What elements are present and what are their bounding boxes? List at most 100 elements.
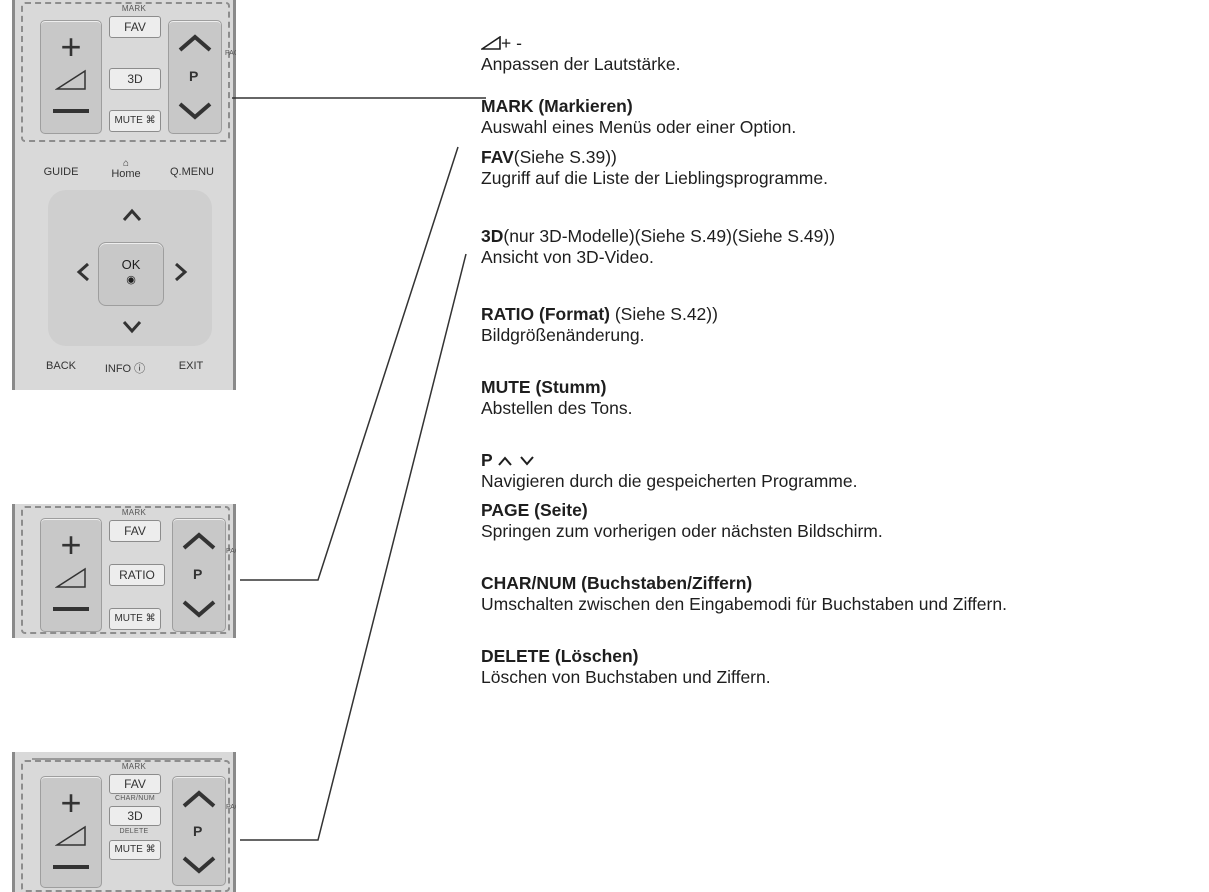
mark-label: MARK xyxy=(121,4,147,13)
minus-icon xyxy=(53,607,89,611)
remote-edge xyxy=(233,504,236,638)
desc-mark-title: MARK (Markieren) xyxy=(481,96,633,116)
q-menu-button[interactable]: Q.MENU xyxy=(170,166,214,178)
home-button[interactable]: ⌂ Home xyxy=(98,158,154,181)
3d-button[interactable]: 3D xyxy=(109,68,161,90)
remote-edge xyxy=(12,0,15,390)
mute-icon: ⌘ xyxy=(145,613,156,624)
desc-ratio-title: RATIO (Format) (Siehe S.42)) xyxy=(481,304,718,325)
ok-button[interactable]: OK ◉ xyxy=(98,242,164,306)
desc-ratio: RATIO (Format) (Siehe S.42)) Bildgrößenä… xyxy=(481,304,718,346)
program-rocker[interactable]: P xyxy=(168,20,222,134)
desc-mute-title: MUTE (Stumm) xyxy=(481,377,607,397)
desc-delete-body: Löschen von Buchstaben und Ziffern. xyxy=(481,667,771,687)
exit-button[interactable]: EXIT xyxy=(178,360,204,372)
arrow-left-icon[interactable] xyxy=(76,262,90,282)
highlight-box xyxy=(21,760,230,892)
highlight-box xyxy=(21,506,230,634)
desc-ratio-title-bold: RATIO (Format) xyxy=(481,304,610,324)
desc-delete-title: DELETE (Löschen) xyxy=(481,646,639,666)
plus-icon: + xyxy=(60,524,82,565)
ratio-button[interactable]: RATIO xyxy=(109,564,165,586)
top-buttons-edge xyxy=(32,752,222,760)
desc-mark-body: Auswahl eines Menüs oder einer Option. xyxy=(481,117,797,137)
info-button[interactable]: INFO ⓘ xyxy=(104,363,146,375)
program-rocker[interactable]: P xyxy=(172,776,226,886)
home-label: Home xyxy=(111,168,141,180)
volume-rocker[interactable]: + xyxy=(40,20,102,134)
remote-edge xyxy=(12,504,15,638)
arrow-down-icon[interactable] xyxy=(122,320,142,334)
volume-icon xyxy=(55,567,86,588)
arrow-up-icon[interactable] xyxy=(122,208,142,222)
page-label: PAGE xyxy=(225,50,236,57)
desc-program-body: Navigieren durch die gespeicherten Progr… xyxy=(481,471,858,491)
desc-volume-title: + - xyxy=(479,33,680,54)
arrow-right-icon[interactable] xyxy=(174,262,188,282)
desc-fav-title-rest: (Siehe S.39)) xyxy=(513,147,617,167)
guide-button[interactable]: GUIDE xyxy=(43,166,79,178)
page-label: PAGE xyxy=(226,548,236,555)
remote-edge xyxy=(12,752,15,892)
fav-button[interactable]: FAV xyxy=(109,774,161,794)
remote-edge xyxy=(233,0,236,390)
chevron-up-icon xyxy=(178,34,212,52)
desc-3d-title-rest: (nur 3D-Modelle)(Siehe S.49)(Siehe S.49)… xyxy=(503,226,836,246)
desc-ratio-title-rest: (Siehe S.42)) xyxy=(609,304,718,324)
mute-label: MUTE xyxy=(114,844,143,855)
mute-icon: ⌘ xyxy=(145,115,156,126)
p-label: P xyxy=(193,823,203,839)
desc-page: PAGE (Seite) Springen zum vorherigen ode… xyxy=(481,500,883,542)
mute-button[interactable]: MUTE ⌘ xyxy=(109,608,161,630)
ok-dot-icon: ◉ xyxy=(126,274,136,286)
volume-rocker[interactable]: + xyxy=(40,776,102,888)
desc-3d: 3D(nur 3D-Modelle)(Siehe S.49)(Siehe S.4… xyxy=(481,226,835,268)
minus-icon xyxy=(53,865,89,869)
volume-rocker[interactable]: + xyxy=(40,518,102,632)
program-rocker[interactable]: P xyxy=(172,518,226,632)
mark-label: MARK xyxy=(121,508,147,517)
desc-program-title: P xyxy=(481,450,857,471)
desc-char-num-body: Umschalten zwischen den Eingabemodi für … xyxy=(481,594,1007,614)
mute-button[interactable]: MUTE ⌘ xyxy=(109,840,161,860)
desc-page-title: PAGE (Seite) xyxy=(481,500,588,520)
desc-program-title-text: P xyxy=(481,450,493,470)
desc-char-num: CHAR/NUM (Buchstaben/Ziffern) Umschalten… xyxy=(481,573,1007,615)
desc-delete: DELETE (Löschen) Löschen von Buchstaben … xyxy=(481,646,771,688)
ok-label: OK xyxy=(121,257,141,272)
mute-button[interactable]: MUTE ⌘ xyxy=(109,110,161,132)
desc-fav-title-bold: FAV xyxy=(481,147,514,167)
chevron-up-icon xyxy=(182,532,216,550)
mute-icon: ⌘ xyxy=(145,844,156,855)
fav-button[interactable]: FAV xyxy=(109,520,161,542)
p-label: P xyxy=(189,68,199,84)
desc-char-num-title: CHAR/NUM (Buchstaben/Ziffern) xyxy=(481,573,753,593)
plus-icon: + xyxy=(60,26,82,67)
desc-mark: MARK (Markieren) Auswahl eines Menüs ode… xyxy=(481,96,796,138)
remote-panel-bottom: + MARK FAV CHAR/NUM 3D DELETE MUTE ⌘ P P… xyxy=(12,752,236,892)
volume-icon xyxy=(55,825,86,846)
minus-icon xyxy=(53,109,89,113)
chevron-down-icon xyxy=(182,856,216,874)
connector-line-middle xyxy=(240,146,459,581)
home-icon: ⌂ xyxy=(122,158,130,169)
chevron-down-icon xyxy=(178,102,212,120)
desc-mute: MUTE (Stumm) Abstellen des Tons. xyxy=(481,377,632,419)
delete-label: DELETE xyxy=(119,828,149,835)
desc-3d-title: 3D(nur 3D-Modelle)(Siehe S.49)(Siehe S.4… xyxy=(481,226,835,247)
desc-program: P Navigieren durch die gespeicherten Pro… xyxy=(481,450,857,492)
mute-label: MUTE xyxy=(114,613,143,624)
connector-line-bottom xyxy=(240,253,467,841)
remote-panel-top: + MARK FAV 3D MUTE ⌘ P PAGE GUIDE ⌂ Home… xyxy=(12,0,236,390)
desc-fav-body: Zugriff auf die Liste der Lieblingsprogr… xyxy=(481,168,828,188)
mark-label: MARK xyxy=(121,762,147,771)
3d-button[interactable]: 3D xyxy=(109,806,161,826)
mute-label: MUTE xyxy=(114,115,143,126)
desc-fav-title: FAV(Siehe S.39)) xyxy=(481,147,828,168)
fav-button[interactable]: FAV xyxy=(109,16,161,38)
remote-panel-middle: + MARK FAV RATIO MUTE ⌘ P PAGE xyxy=(12,504,236,638)
chevron-up-icon xyxy=(497,456,512,466)
highlight-box xyxy=(21,2,230,142)
volume-icon xyxy=(55,69,86,90)
back-button[interactable]: BACK xyxy=(46,360,76,372)
